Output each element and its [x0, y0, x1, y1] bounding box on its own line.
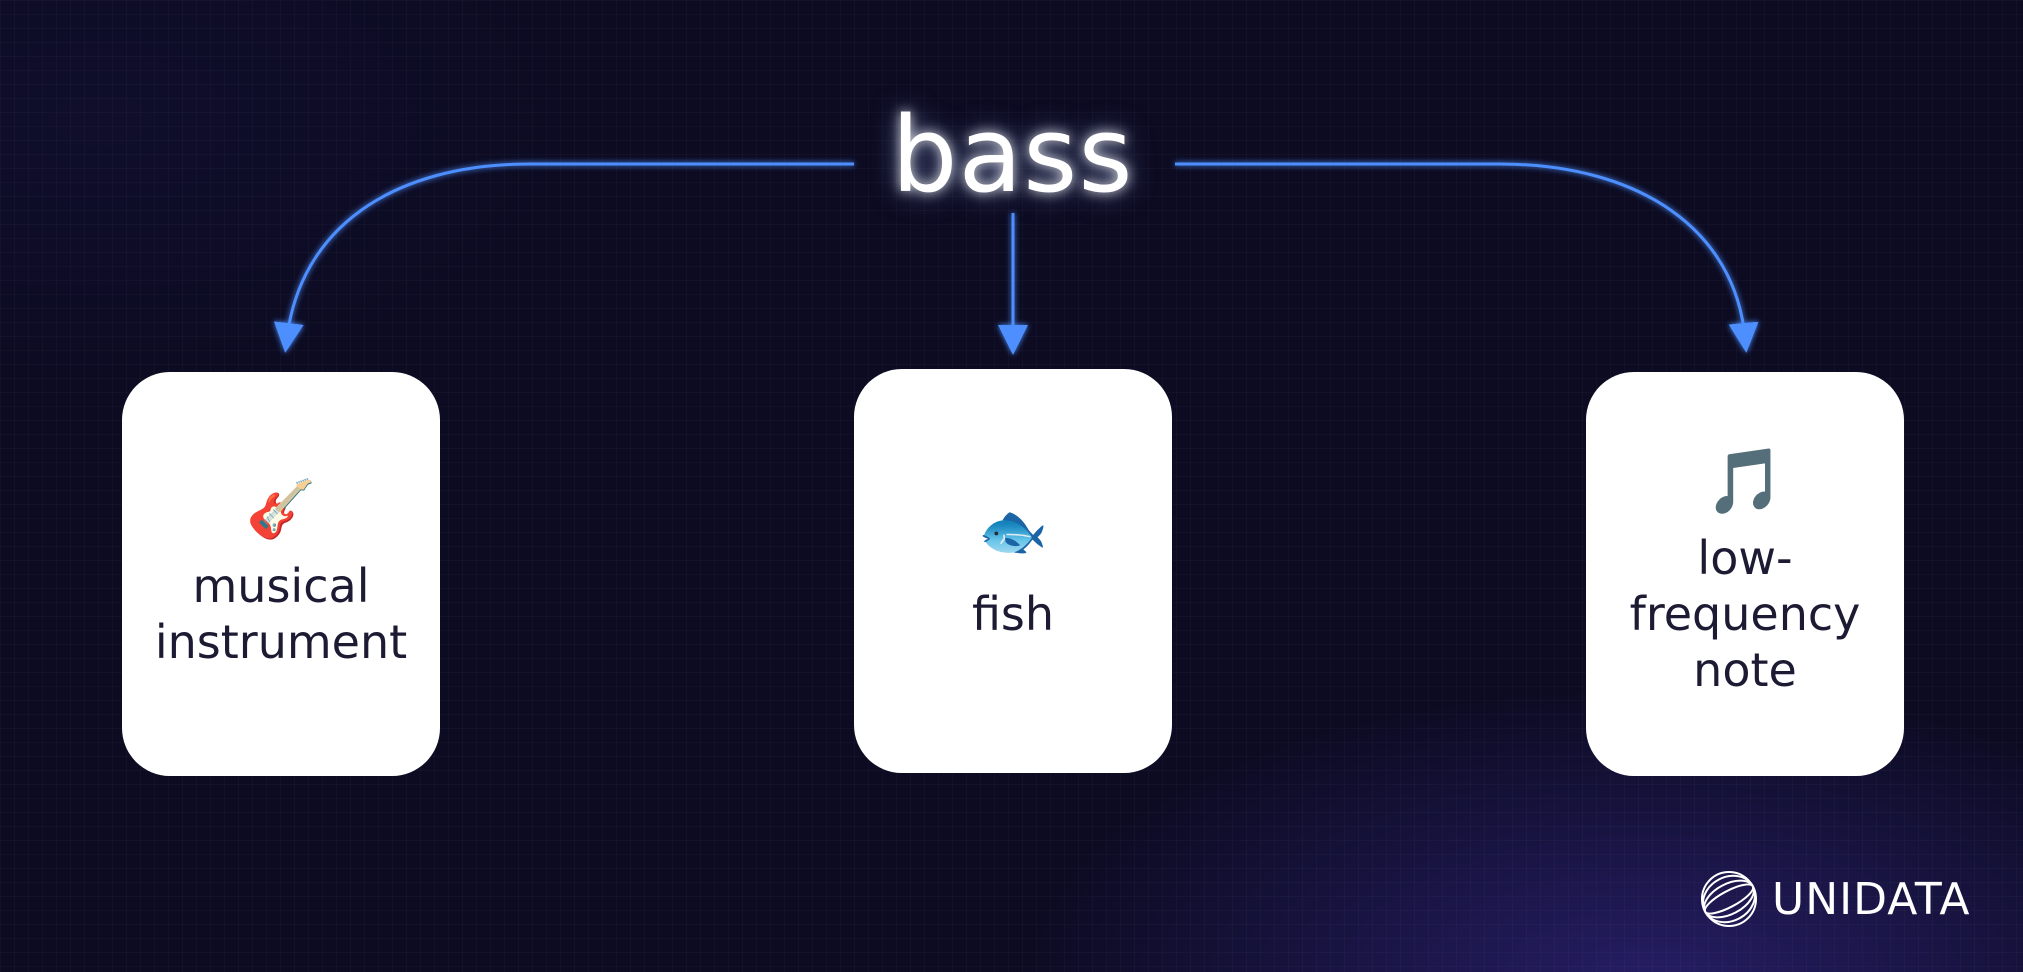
arrow-to-musical-instrument: [273, 162, 854, 353]
brand-name: UNIDATA: [1772, 873, 1971, 925]
meaning-label: fish: [971, 587, 1055, 641]
globe-logo-icon: [1701, 871, 1757, 927]
brand-logo: UNIDATA: [1700, 868, 1970, 930]
central-word: bass: [891, 94, 1134, 216]
arrow-to-low-frequency-note: [1175, 162, 1759, 353]
fish-icon: 🐟: [978, 499, 1048, 564]
music-note-icon: 🎵: [1705, 445, 1785, 519]
meaning-card-low-frequency-note: 🎵 low-frequency note: [1586, 372, 1904, 776]
meaning-card-musical-instrument: 🎸 musical instrument: [122, 372, 440, 776]
bass-guitar-icon: 🎸: [246, 477, 316, 542]
meaning-label: low-frequency note: [1629, 531, 1861, 697]
meaning-card-fish: 🐟 fish: [854, 369, 1172, 773]
meaning-label: musical instrument: [154, 559, 408, 669]
